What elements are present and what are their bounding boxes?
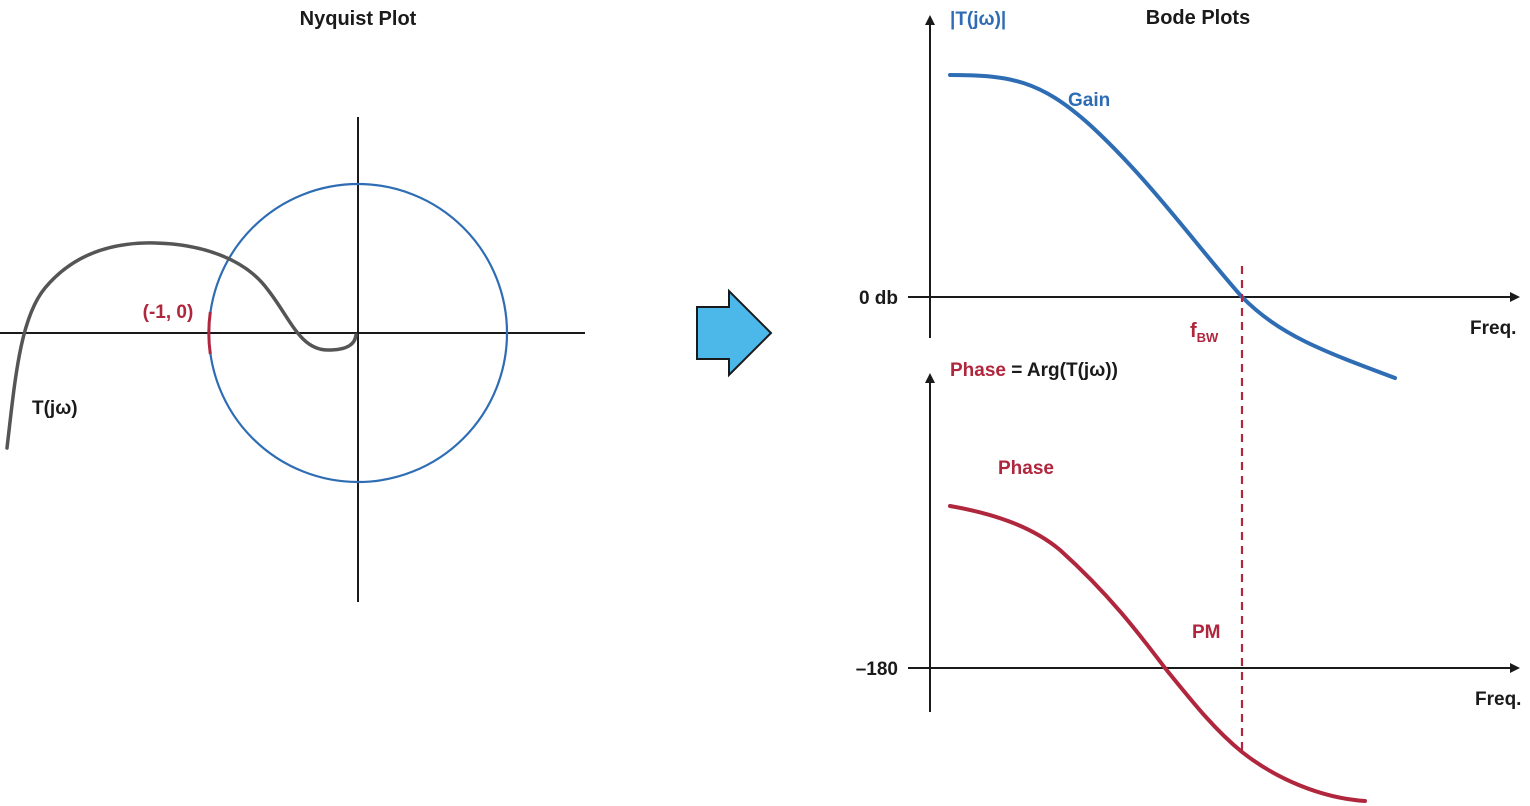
phase-plot: Phase = Arg(T(jω)) Phase –180 PM Freq.	[856, 360, 1521, 803]
phase-axis-label: Phase = Arg(T(jω))	[950, 360, 1118, 381]
critical-point-label: (-1, 0)	[143, 302, 194, 323]
magnitude-plot: |T(jω)| Gain 0 db Freq. fBW	[859, 9, 1520, 380]
gain-label: Gain	[1068, 90, 1110, 111]
transition-arrow-icon	[696, 288, 773, 378]
phase-label: Phase	[998, 458, 1054, 479]
fbw-subscript: BW	[1197, 330, 1219, 345]
bode-title: Bode Plots	[1146, 7, 1250, 29]
nyquist-plot: Nyquist Plot (-1, 0) T(jω)	[0, 8, 585, 602]
phase-curve	[948, 504, 1367, 803]
minus180-label: –180	[856, 659, 898, 680]
freq-label-top: Freq.	[1470, 318, 1516, 339]
nyquist-curve	[5, 241, 358, 450]
fbw-label: fBW	[1190, 320, 1219, 345]
magnitude-axis-label: |T(jω)|	[950, 9, 1006, 30]
freq-label-bottom: Freq.	[1475, 689, 1521, 710]
nyquist-title: Nyquist Plot	[300, 8, 417, 30]
bode-plots: Bode Plots |T(jω)| Gain 0 db Freq. fBW P…	[856, 7, 1521, 803]
nyquist-curve-label: T(jω)	[32, 398, 78, 419]
critical-point-arc	[207, 311, 212, 355]
gain-curve	[948, 73, 1397, 380]
pm-label: PM	[1192, 622, 1221, 643]
phase-axis-label-phase: Phase	[950, 360, 1006, 381]
fbw-main: f	[1190, 320, 1197, 342]
zero-db-label: 0 db	[859, 288, 898, 309]
phase-axis-label-arg: = Arg(T(jω))	[1006, 360, 1118, 381]
